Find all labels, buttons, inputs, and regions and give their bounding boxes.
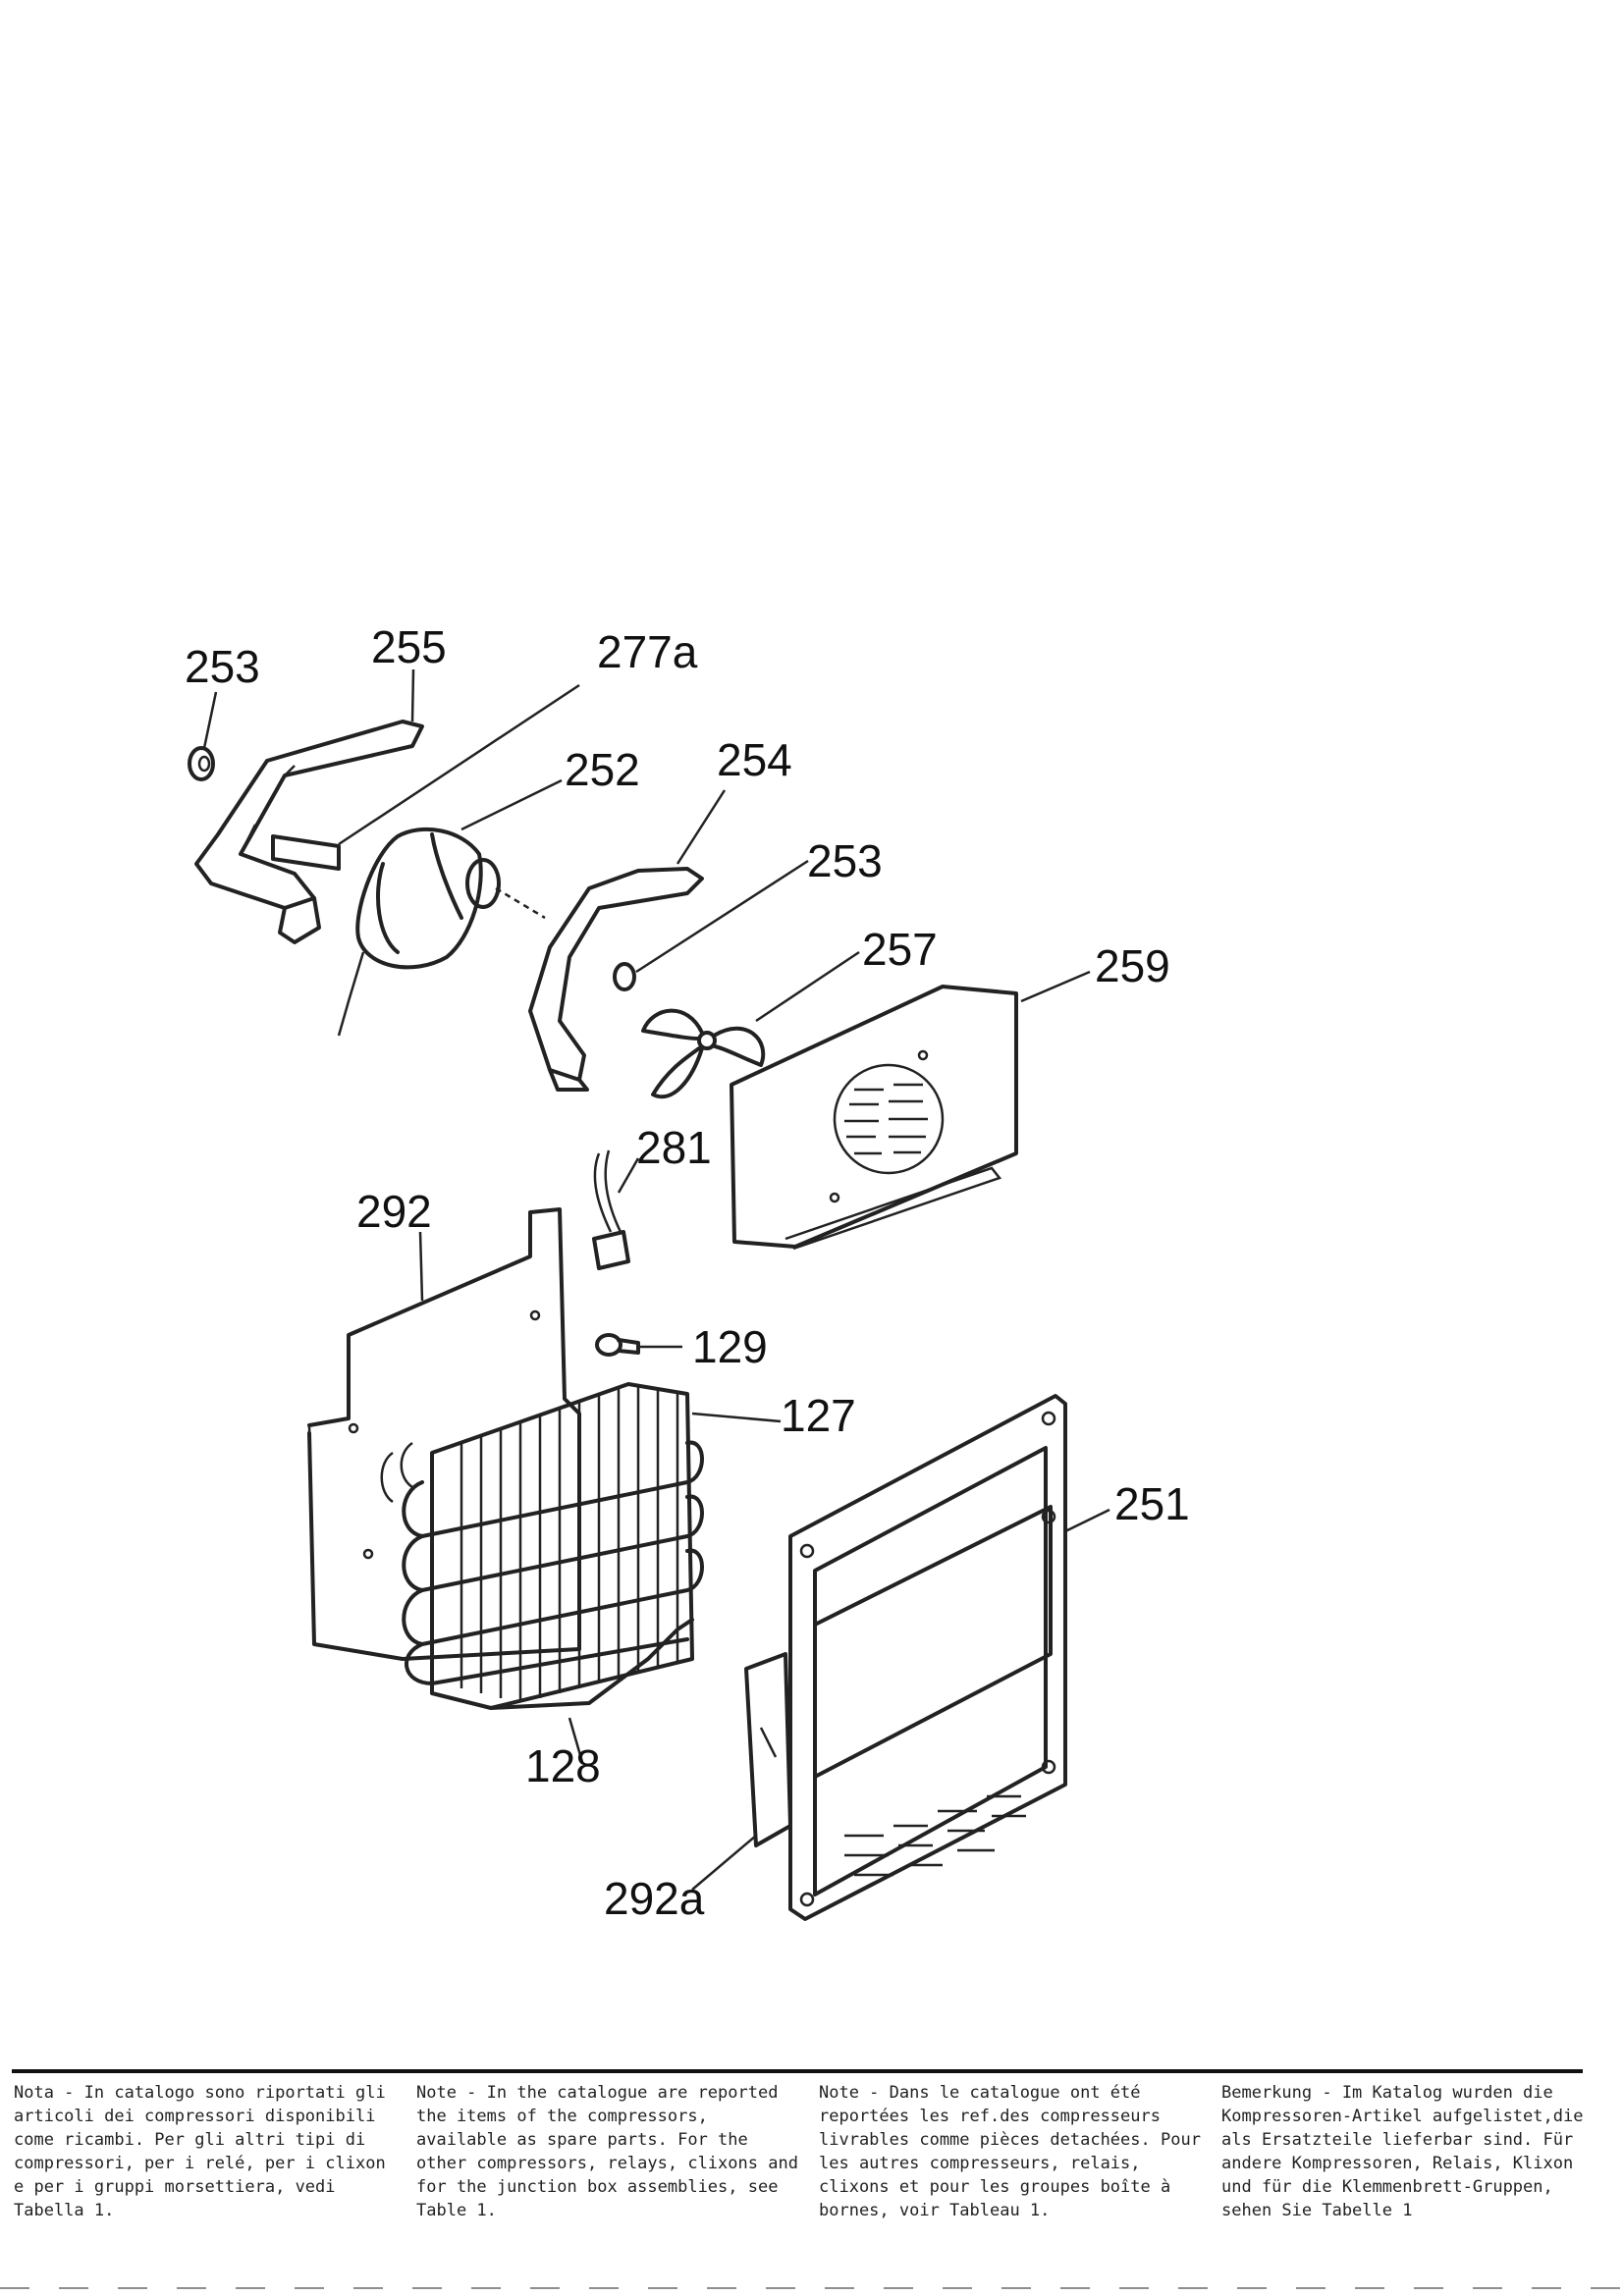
callout-257: 257	[862, 924, 938, 975]
evaporator-plate-292	[307, 1207, 581, 1661]
callout-128: 128	[525, 1740, 601, 1791]
callout-251: 251	[1114, 1478, 1190, 1529]
motor-bracket-255	[194, 720, 424, 944]
callout-127: 127	[781, 1390, 856, 1441]
note-german: Bemerkung - Im Katalog wurden die Kompre…	[1221, 2083, 1584, 2220]
drain-tube-128	[489, 1618, 694, 1710]
note-english: Note - In the catalogue are reported the…	[416, 2083, 798, 2220]
front-panel-251	[788, 1394, 1067, 1921]
evaporator-127	[380, 1382, 704, 1710]
bottom-rule	[0, 2287, 1623, 2289]
note-french: Note - Dans le catalogue ont été reporté…	[819, 2083, 1201, 2220]
callout-292a: 292a	[604, 1873, 705, 1924]
callout-253-left: 253	[185, 641, 260, 692]
note-italian: Nota - In catalogo sono riportati gli ar…	[14, 2083, 386, 2220]
callout-292: 292	[356, 1186, 432, 1237]
callout-277a: 277a	[597, 626, 698, 677]
fan-cover-panel-259	[730, 985, 1018, 1251]
fan-blade-257	[641, 1008, 766, 1099]
grommet-253-right	[613, 962, 636, 991]
gasket-292a	[744, 1652, 792, 1847]
callout-281: 281	[636, 1122, 712, 1173]
notes-section: Nota - In catalogo sono riportati gli ar…	[14, 2081, 1604, 2222]
fan-motor-252	[337, 827, 546, 1037]
callout-255: 255	[371, 621, 447, 672]
leader-lines	[202, 668, 1110, 1891]
callout-253-right: 253	[807, 835, 883, 886]
drain-plug-129	[595, 1333, 640, 1357]
callout-252: 252	[565, 744, 640, 795]
callout-129: 129	[692, 1321, 768, 1372]
bracket-277a	[271, 834, 341, 871]
motor-bracket-254	[528, 867, 704, 1092]
callout-259: 259	[1095, 940, 1170, 991]
grommet-253-left	[188, 746, 215, 781]
sensor-281	[592, 1149, 630, 1270]
notes-divider	[12, 2069, 1583, 2073]
callout-254: 254	[717, 734, 792, 785]
